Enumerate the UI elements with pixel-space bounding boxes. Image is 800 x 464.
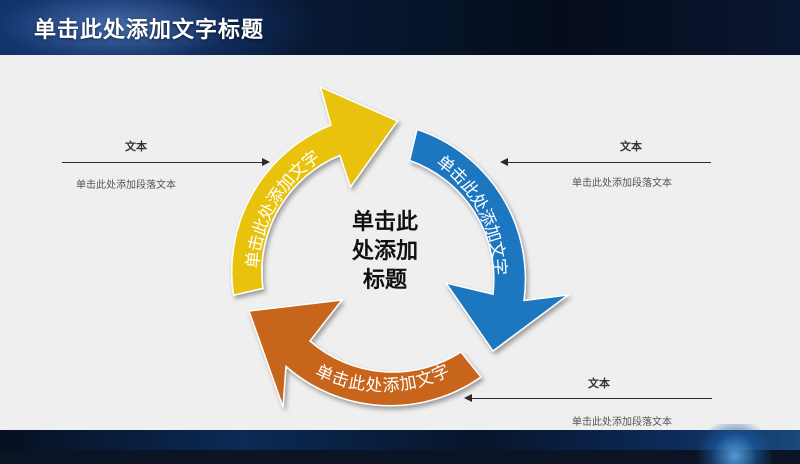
globe-decoration bbox=[690, 424, 780, 464]
arrowhead-left-icon bbox=[464, 394, 472, 402]
callout-left-top-label[interactable]: 文本 bbox=[125, 140, 147, 153]
slide-body bbox=[0, 55, 800, 430]
center-title[interactable]: 单击此 处添加 标题 bbox=[325, 208, 445, 295]
arrowhead-right-icon bbox=[262, 158, 270, 166]
callout-right-top-text[interactable]: 单击此处添加段落文本 bbox=[572, 178, 672, 189]
orange-arrow[interactable]: 单击此处添加文字 bbox=[247, 299, 483, 408]
blue-arrow-shape bbox=[408, 128, 571, 353]
footer-bar bbox=[0, 424, 800, 464]
callout-right-top-line bbox=[508, 162, 711, 163]
callout-right-bottom-line bbox=[472, 398, 712, 399]
callout-left-top-text[interactable]: 单击此处添加段落文本 bbox=[76, 180, 176, 191]
callout-right-bottom-text[interactable]: 单击此处添加段落文本 bbox=[572, 417, 672, 428]
center-title-line-1: 单击此 bbox=[351, 210, 418, 235]
title-bar: 单击此处添加文字标题 bbox=[0, 0, 800, 55]
callout-right-top-label[interactable]: 文本 bbox=[620, 140, 642, 153]
header-glow bbox=[0, 0, 320, 55]
callout-left-top-line bbox=[62, 162, 262, 163]
cycle-diagram: 单击此处添加文字 单击此处添加文字 单击此处添加文字 bbox=[231, 85, 571, 408]
slide-title[interactable]: 单击此处添加文字标题 bbox=[34, 18, 265, 43]
callout-right-bottom-label[interactable]: 文本 bbox=[588, 377, 610, 390]
center-title-line-3: 标题 bbox=[362, 268, 407, 293]
arrowhead-left-icon bbox=[500, 158, 508, 166]
orange-arrow-shape bbox=[247, 299, 483, 408]
yellow-arrow-shape bbox=[231, 85, 399, 297]
center-title-line-2: 处添加 bbox=[351, 239, 418, 264]
